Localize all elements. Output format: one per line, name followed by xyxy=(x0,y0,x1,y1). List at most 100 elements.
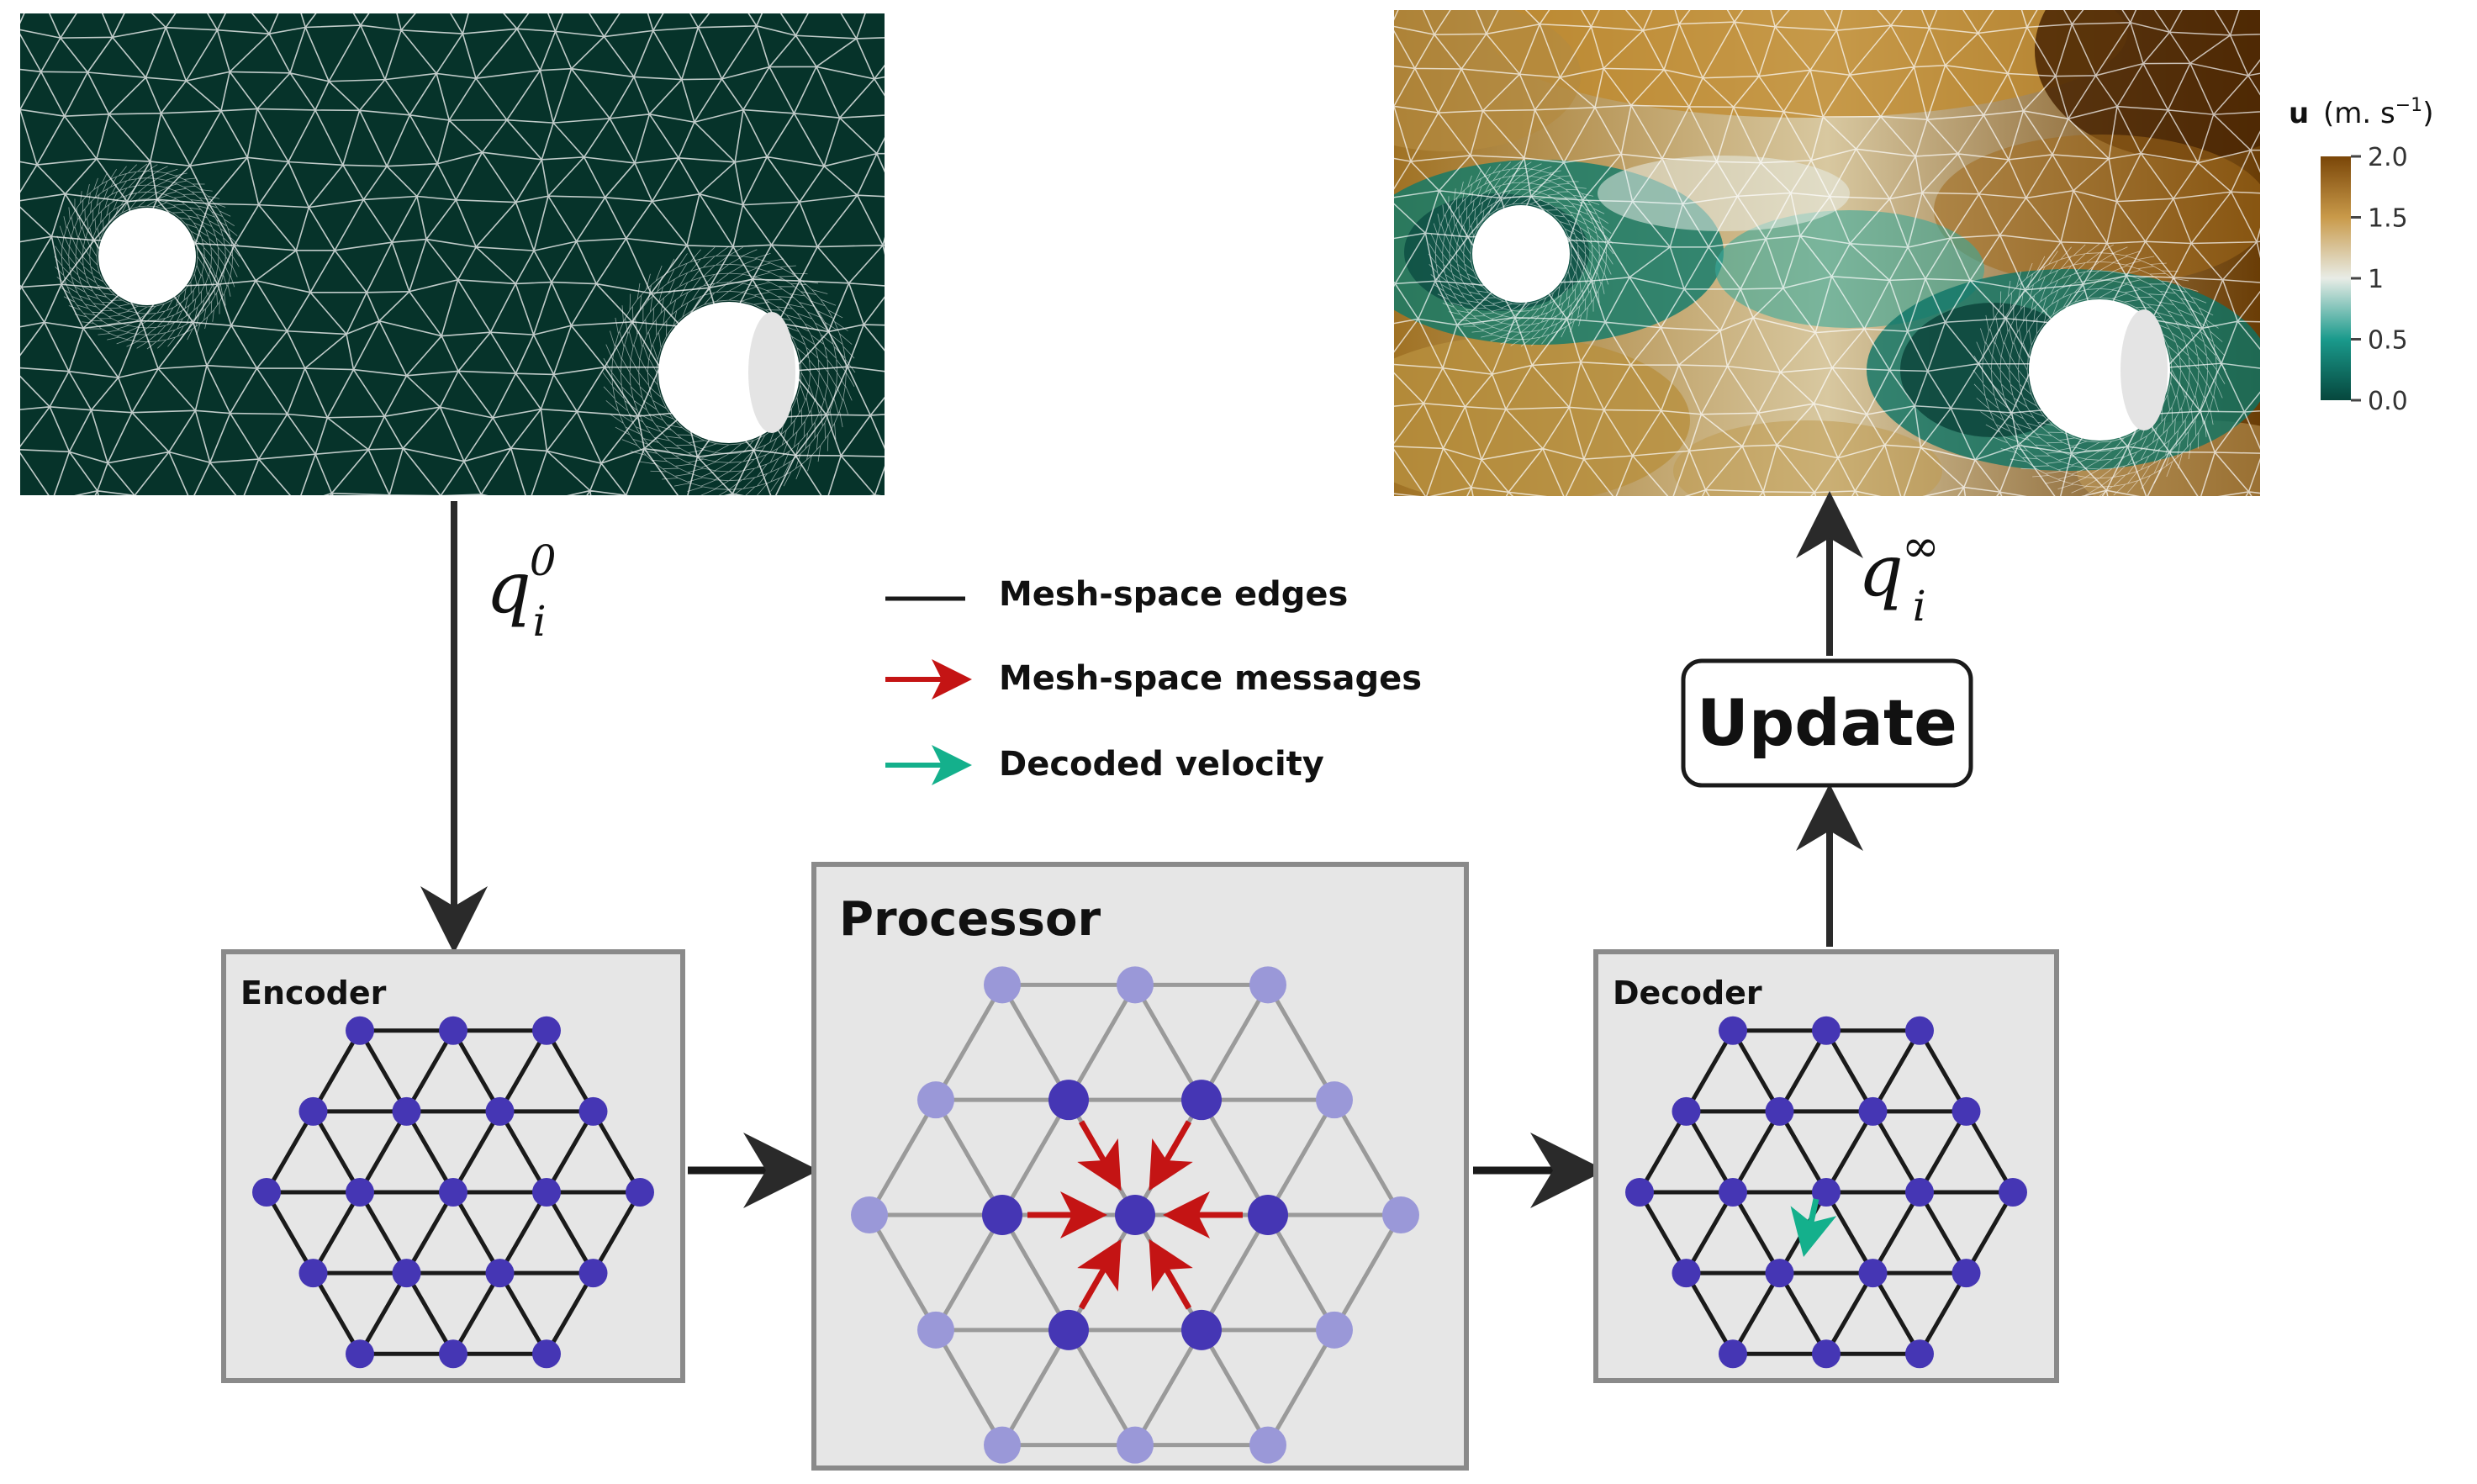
graph-node xyxy=(1719,1178,1747,1207)
graph-edge xyxy=(1777,1029,1829,1113)
graph-node xyxy=(439,1339,467,1369)
graph-edge xyxy=(1917,1271,1968,1355)
graph-node-active xyxy=(1181,1080,1222,1121)
graph-edge xyxy=(1199,984,1270,1101)
graph-edge xyxy=(357,1029,409,1113)
graph-node xyxy=(578,1259,608,1288)
graph-node xyxy=(1765,1259,1794,1288)
graph-node xyxy=(1951,1096,1981,1126)
graph-edge xyxy=(1730,1271,1782,1355)
graph-edge xyxy=(451,1191,502,1275)
processor-block: Processor xyxy=(811,862,1469,1471)
graph-edge xyxy=(1684,1110,1735,1194)
colorbar-tick-label: 2.0 xyxy=(2368,143,2408,172)
legend-messages-label: Mesh-space messages xyxy=(999,659,1422,698)
message-arrow xyxy=(1149,1120,1193,1191)
graph-node xyxy=(1812,1016,1841,1045)
graph-edge xyxy=(1265,1328,1337,1446)
graph-node-active xyxy=(982,1195,1022,1235)
graph-edge xyxy=(1133,1328,1204,1446)
graph-node xyxy=(439,1016,467,1045)
graph-edge xyxy=(404,1110,456,1194)
graph-node-faded xyxy=(1249,966,1286,1004)
encoder-graph xyxy=(252,1016,654,1369)
graph-edge xyxy=(1824,1191,1875,1275)
colorbar-tick-label: 0.5 xyxy=(2368,326,2408,356)
graph-edge xyxy=(404,1029,456,1113)
graph-edge xyxy=(264,1110,315,1194)
colorbar-tick-label: 1.5 xyxy=(2368,204,2408,234)
graph-node-active xyxy=(1248,1195,1288,1235)
graph-edge xyxy=(1730,1191,1782,1275)
graph-edge xyxy=(867,1213,938,1332)
graph-edge xyxy=(1730,1110,1782,1194)
graph-node-faded xyxy=(984,1426,1021,1464)
graph-edge xyxy=(867,1098,938,1217)
processor-graph xyxy=(851,966,1419,1464)
graph-edge xyxy=(1871,1191,1922,1275)
graph-edge xyxy=(544,1029,595,1113)
message-arrow xyxy=(1077,1238,1122,1310)
graph-edge xyxy=(357,1191,409,1275)
graph-node-faded xyxy=(1316,1311,1353,1349)
graph-edge xyxy=(1964,1110,2015,1194)
graph-edge xyxy=(1000,1328,1071,1446)
graph-node-faded xyxy=(1382,1196,1419,1233)
graph-edge xyxy=(1824,1029,1875,1113)
graph-node-faded xyxy=(1316,1081,1353,1119)
graph-edge xyxy=(311,1110,362,1194)
graph-edge xyxy=(498,1271,549,1355)
colorbar-tick-label: 0.0 xyxy=(2368,387,2408,416)
obstacle-cylinder-1 xyxy=(98,208,196,305)
graph-node xyxy=(578,1096,608,1126)
graph-edge xyxy=(1000,984,1071,1101)
graph-node xyxy=(439,1178,467,1207)
graph-edge xyxy=(1199,1328,1270,1446)
graph-edge xyxy=(357,1271,409,1355)
graph-node xyxy=(1812,1339,1841,1369)
graph-edge xyxy=(1332,1098,1403,1217)
graph-edge xyxy=(1199,1213,1270,1332)
decoded-velocity-arrow xyxy=(1790,1198,1837,1257)
graph-edge xyxy=(933,984,1005,1101)
graph-edge xyxy=(1265,1098,1337,1217)
graph-edge xyxy=(1637,1110,1688,1194)
input-mesh-image xyxy=(20,13,885,495)
graph-node-active xyxy=(1181,1309,1222,1350)
graph-edge xyxy=(311,1271,362,1355)
encoder-block: Encoder xyxy=(221,949,685,1383)
graph-node xyxy=(1765,1096,1794,1126)
graph-node xyxy=(485,1259,515,1288)
graph-node xyxy=(532,1178,561,1207)
graph-node xyxy=(1905,1178,1934,1207)
graph-node-active xyxy=(1048,1309,1089,1350)
graph-edge xyxy=(404,1191,456,1275)
graph-edge xyxy=(1000,1213,1071,1332)
graph-node xyxy=(1858,1096,1888,1126)
graph-edge xyxy=(1000,1098,1071,1217)
decoder-graph xyxy=(1625,1016,2027,1369)
graph-edge xyxy=(311,1029,362,1113)
graph-edge xyxy=(498,1029,549,1113)
graph-node xyxy=(1719,1339,1747,1369)
graph-node-faded xyxy=(1117,1426,1154,1464)
graph-node xyxy=(252,1178,281,1207)
graph-node xyxy=(485,1096,515,1126)
graph-node xyxy=(1672,1259,1701,1288)
graph-edge xyxy=(451,1110,502,1194)
graph-node xyxy=(1905,1339,1934,1369)
graph-edge xyxy=(591,1191,642,1275)
graph-edge xyxy=(933,1213,1005,1332)
output-velocity-field-image xyxy=(1394,10,2260,496)
graph-edge xyxy=(544,1191,595,1275)
graph-edge xyxy=(1917,1029,1968,1113)
graph-edge xyxy=(451,1271,502,1355)
output-symbol: q∞i xyxy=(1858,520,1940,631)
graph-edge xyxy=(498,1191,549,1275)
graph-node xyxy=(298,1096,328,1126)
graph-node-faded xyxy=(851,1196,888,1233)
graph-node xyxy=(1951,1259,1981,1288)
graph-edge xyxy=(1871,1029,1922,1113)
graph-edge xyxy=(933,1328,1005,1446)
